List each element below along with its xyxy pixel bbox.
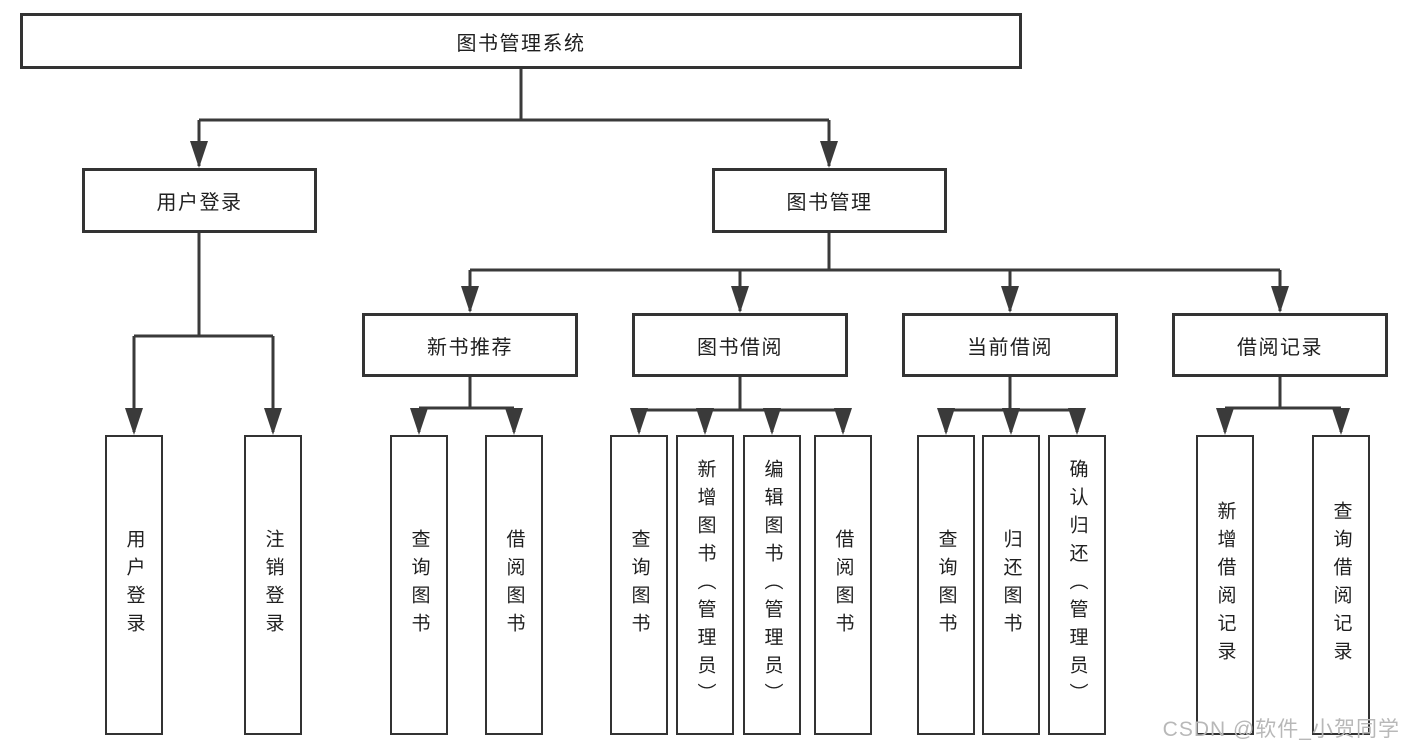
leaf-query-books-borrow: 查询图书	[610, 435, 668, 735]
leaf-query-borrow-record: 查询借阅记录	[1312, 435, 1370, 735]
leaf-label: 借阅图书	[832, 529, 854, 641]
node-borrow-records: 借阅记录	[1172, 313, 1388, 377]
node-book-borrow: 图书借阅	[632, 313, 848, 377]
leaf-label: 查询借阅记录	[1330, 501, 1352, 669]
leaf-label: 查询图书	[935, 529, 957, 641]
leaf-label: 新增图书（管理员）	[694, 459, 716, 711]
leaf-return-books: 归还图书	[982, 435, 1040, 735]
leaf-add-borrow-record: 新增借阅记录	[1196, 435, 1254, 735]
leaf-logout: 注销登录	[244, 435, 302, 735]
leaf-label: 用户登录	[123, 529, 145, 641]
node-user-login: 用户登录	[82, 168, 317, 233]
leaf-query-books-recommend: 查询图书	[390, 435, 448, 735]
leaf-label: 归还图书	[1000, 529, 1022, 641]
watermark: CSDN @软件_小贺同学	[1162, 718, 1400, 741]
node-new-book-recommend: 新书推荐	[362, 313, 578, 377]
leaf-label: 编辑图书（管理员）	[761, 459, 783, 711]
leaf-borrow-books-recommend: 借阅图书	[485, 435, 543, 735]
leaf-user-login: 用户登录	[105, 435, 163, 735]
leaf-label: 注销登录	[262, 529, 284, 641]
leaf-label: 查询图书	[628, 529, 650, 641]
leaf-label: 查询图书	[408, 529, 430, 641]
leaf-query-books-current: 查询图书	[917, 435, 975, 735]
leaf-label: 确认归还（管理员）	[1066, 459, 1088, 711]
node-root: 图书管理系统	[20, 13, 1022, 69]
leaf-label: 借阅图书	[503, 529, 525, 641]
node-current-borrow: 当前借阅	[902, 313, 1118, 377]
leaf-add-books-admin: 新增图书（管理员）	[676, 435, 734, 735]
leaf-edit-books-admin: 编辑图书（管理员）	[743, 435, 801, 735]
node-book-management: 图书管理	[712, 168, 947, 233]
arrowheads	[125, 141, 1350, 435]
leaf-borrow-books: 借阅图书	[814, 435, 872, 735]
leaf-label: 新增借阅记录	[1214, 501, 1236, 669]
leaf-confirm-return-admin: 确认归还（管理员）	[1048, 435, 1106, 735]
